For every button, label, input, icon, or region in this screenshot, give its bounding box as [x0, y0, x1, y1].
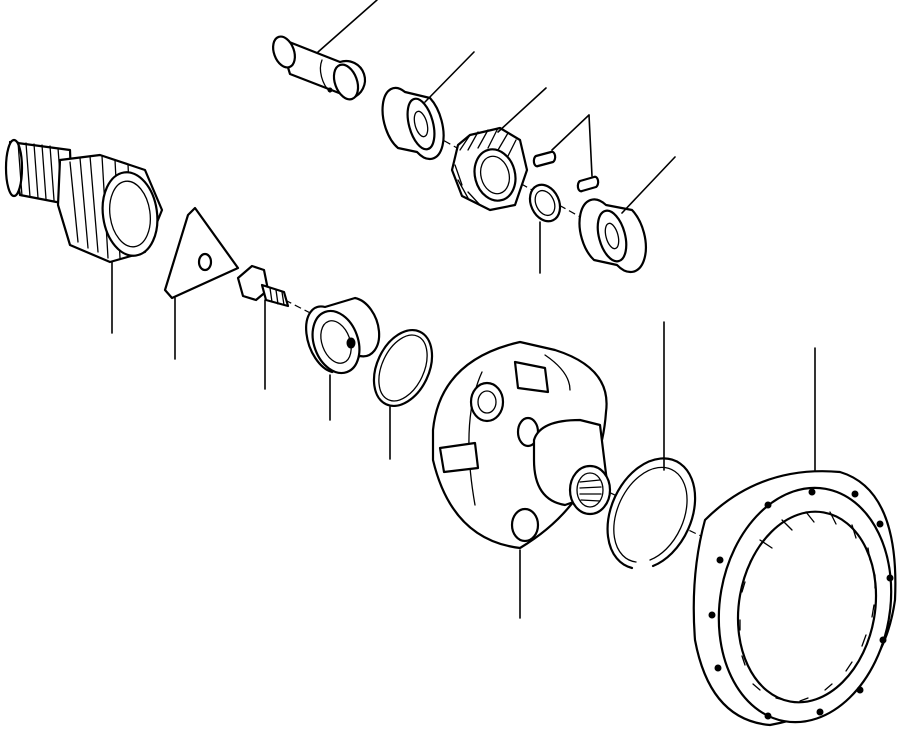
lock-plate	[163, 206, 240, 360]
thrust-plate	[305, 296, 381, 421]
o-ring	[372, 329, 434, 460]
pin-part	[272, 0, 378, 101]
snap-ring	[606, 321, 697, 570]
planet-gear	[450, 87, 547, 212]
planet-carrier	[431, 340, 612, 619]
thrust-washer-upper	[381, 51, 475, 161]
needle-bearing	[528, 183, 562, 274]
bolt	[236, 264, 290, 390]
thrust-washer-lower	[578, 156, 676, 274]
ring-gear	[692, 347, 897, 727]
dowel-pins	[532, 114, 600, 193]
sun-gear-shaft	[4, 138, 164, 334]
